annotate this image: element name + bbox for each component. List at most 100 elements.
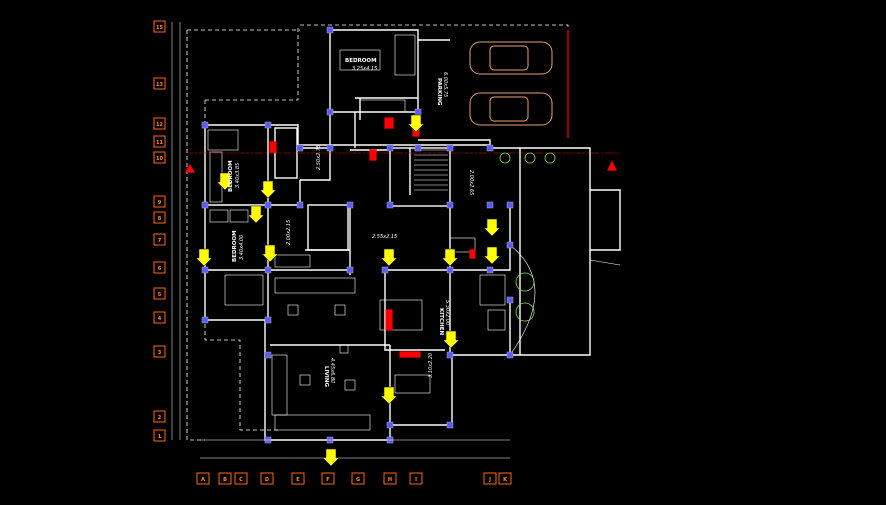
column-mark [326,108,334,116]
column-mark [386,201,394,209]
grid-bubble-2: 2 [153,410,166,423]
column-mark [506,201,514,209]
column-mark [414,108,422,116]
room-dims: 5.30x2.00 [444,300,450,325]
grid-bubble-J: J [483,472,497,485]
column-mark [264,351,272,359]
column-mark [506,241,514,249]
column-mark [326,144,334,152]
grid-bubble-3: 3 [153,345,166,358]
section-marker [407,114,425,133]
grid-bubble-E: E [291,472,305,485]
svg-text:G: G [356,477,360,483]
room-dims: 3.40x3.85 [235,163,241,188]
column-mark [326,26,334,34]
svg-text:H: H [388,477,392,483]
grid-bubble-F: F [321,472,335,485]
svg-text:5: 5 [158,292,162,298]
dim-label: 2.00x2.65 [468,170,474,195]
column-mark [386,144,394,152]
column-mark [386,421,394,429]
grid-bubble-1: 1 [153,429,166,442]
column-mark [486,266,494,274]
column-mark [296,201,304,209]
svg-text:3: 3 [158,350,162,356]
column-mark [506,296,514,304]
svg-text:I: I [415,477,417,483]
svg-text:12: 12 [156,122,163,128]
svg-text:K: K [503,477,508,483]
column-mark [201,266,209,274]
room-name: BEDROOM [345,58,377,64]
svg-text:D: D [265,477,269,483]
grid-bubble-B: B [218,472,232,485]
svg-text:8: 8 [158,216,162,222]
grid-bubble-4: 4 [153,311,166,324]
svg-text:C: C [239,477,243,483]
red-fixtures [184,30,620,358]
room-name: BEDROOM [228,160,234,192]
grid-bubble-10: 10 [153,151,166,164]
section-markers [195,114,501,467]
svg-text:1: 1 [158,434,162,440]
room-name: PARKING [436,78,442,106]
svg-text:11: 11 [156,140,163,146]
svg-text:E: E [296,477,300,483]
section-marker [442,330,460,349]
section-marker [259,180,277,199]
grid-bubble-7: 7 [153,233,166,246]
column-mark [414,144,422,152]
grid-ticks [171,22,510,459]
grid-bubble-G: G [351,472,365,485]
grid-bubble-D: D [260,472,274,485]
section-marker [247,205,265,224]
svg-text:13: 13 [156,82,163,88]
svg-text:15: 15 [156,25,163,31]
section-marker [261,244,279,263]
svg-text:2: 2 [158,415,162,421]
plants [499,152,556,322]
svg-text:10: 10 [156,156,163,162]
room-labels: BEDROOM 3.25x4.15 PARKING 6.00x5.75 BEDR… [228,58,474,387]
svg-text:4: 4 [158,316,162,322]
svg-text:F: F [326,477,329,483]
room-name: LIVING [323,366,329,387]
column-mark [264,266,272,274]
grid-bubble-I: I [409,472,423,485]
grid-bubble-6: 6 [153,261,166,274]
grid-bubble-12: 12 [153,117,166,130]
column-mark [446,266,454,274]
grid-axis-left: 15 13 12 11 10 9 8 7 6 5 4 3 2 1 [153,20,166,442]
plot-boundary [186,24,569,441]
column-mark [381,266,389,274]
dim-label: 2.55x2.15 [372,234,397,240]
grid-bubble-15: 15 [153,20,166,33]
structural-columns [201,26,514,444]
column-mark [264,121,272,129]
column-mark [446,421,454,429]
parked-cars [469,41,553,126]
grid-bubble-5: 5 [153,287,166,300]
column-mark [446,351,454,359]
grid-bubble-K: K [498,472,512,485]
grid-bubble-H: H [383,472,397,485]
column-mark [506,351,514,359]
walls [204,29,621,441]
room-dims: 4.45x6.80 [329,358,335,383]
section-marker [195,248,213,267]
section-marker [216,172,234,191]
svg-text:6: 6 [158,266,162,272]
grid-bubble-C: C [234,472,248,485]
grid-bubble-8: 8 [153,211,166,224]
grid-bubble-9: 9 [153,195,166,208]
section-marker [441,248,459,267]
section-marker [380,386,398,405]
grid-bubble-A: A [196,472,210,485]
grid-bubble-13: 13 [153,77,166,90]
svg-text:B: B [223,477,227,483]
column-mark [201,316,209,324]
room-name: KITCHEN [438,308,444,335]
room-dims: 3.40x4.00 [239,235,245,260]
